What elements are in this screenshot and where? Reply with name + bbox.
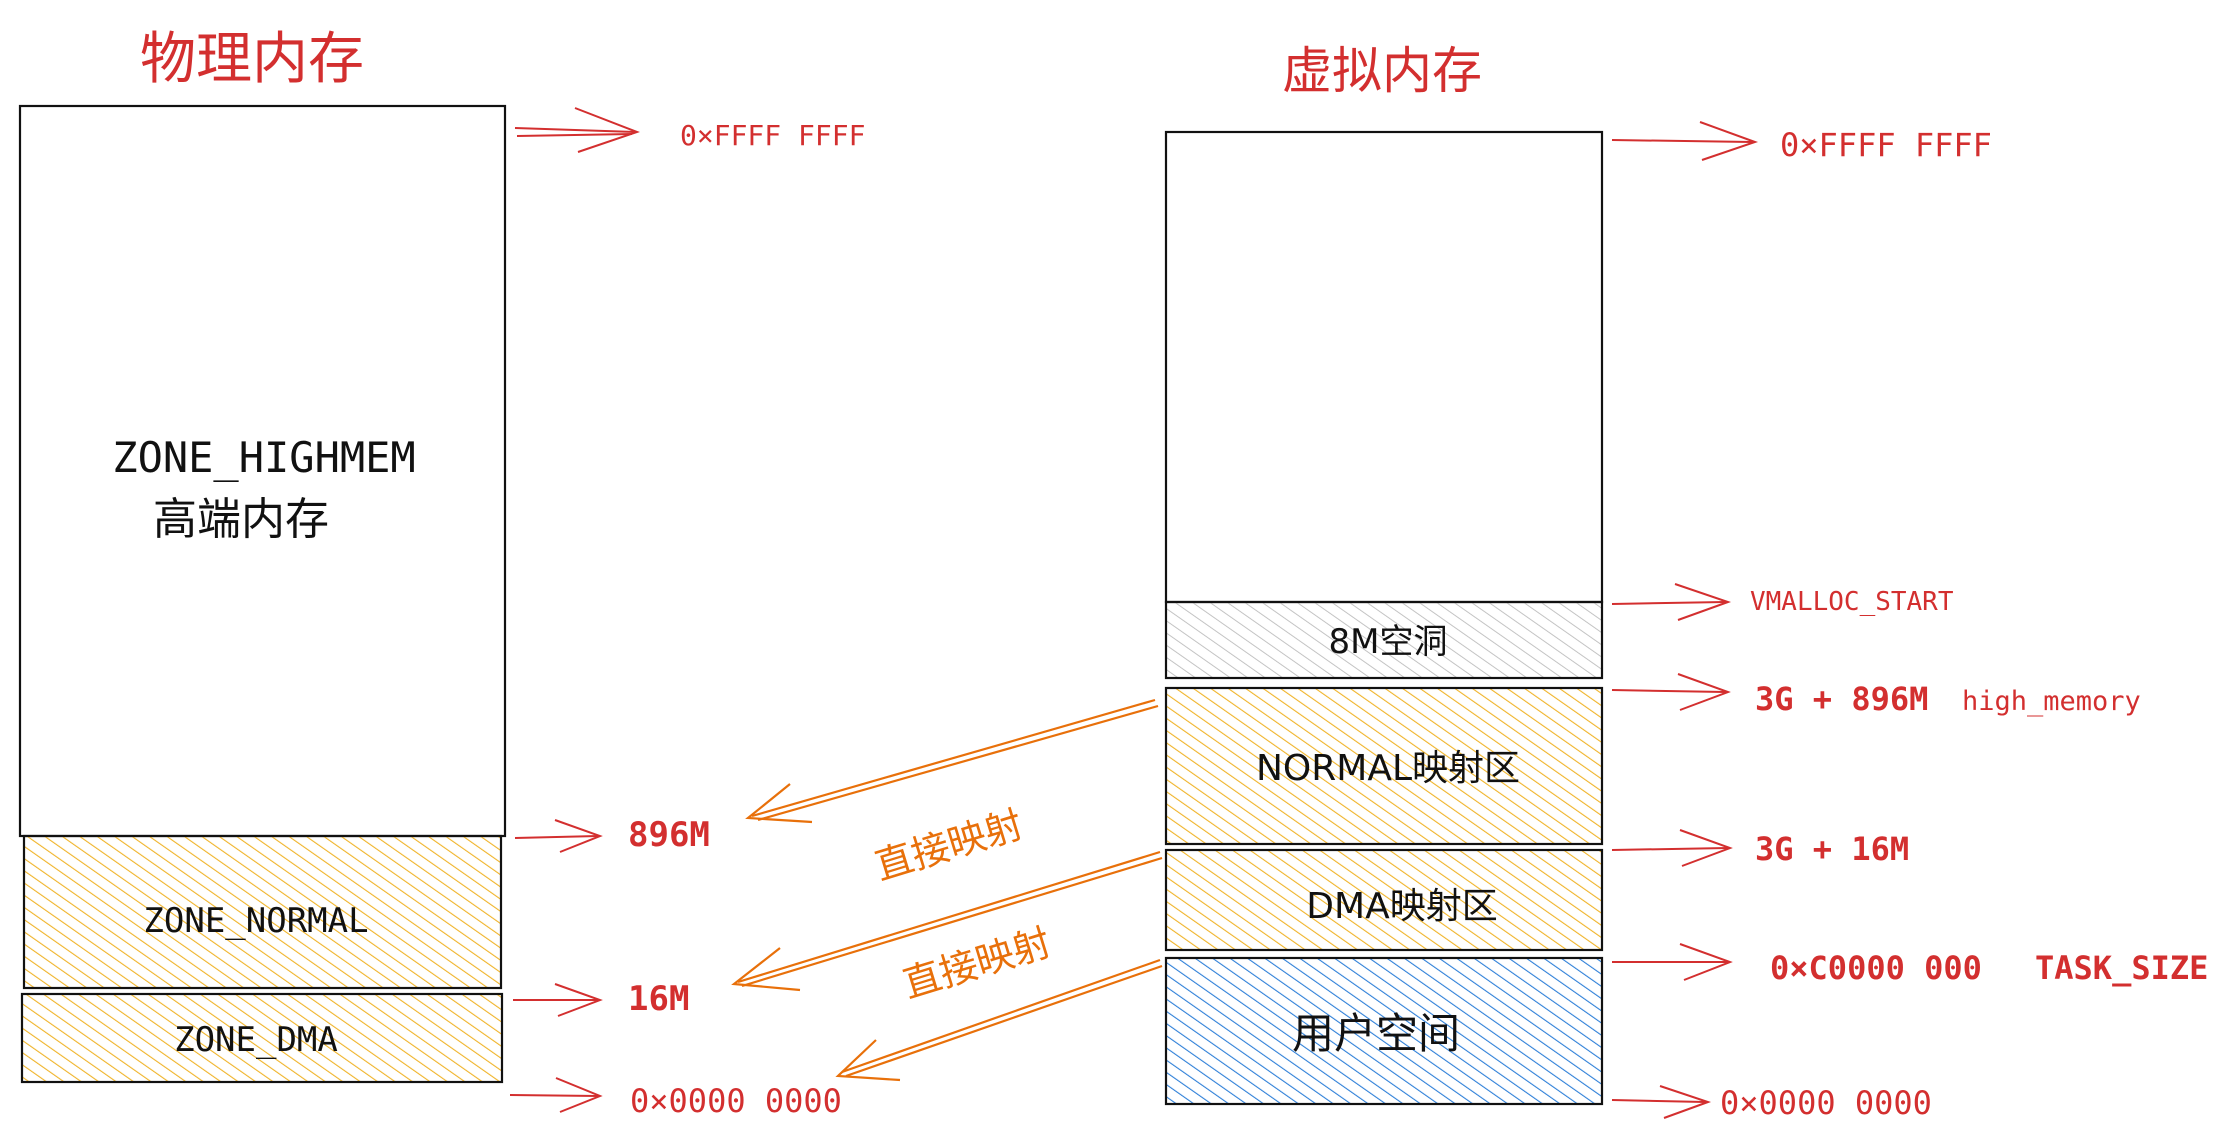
dma-map-end-address: 3G + 16M xyxy=(1755,830,1909,868)
normal-map-region-fill xyxy=(1166,688,1602,844)
zone-dma-box xyxy=(20,992,504,1084)
physical-address-arrows xyxy=(509,107,640,1113)
dma-map-region-fill xyxy=(1166,850,1602,950)
physical-memory-title: 物理内存 xyxy=(140,27,364,92)
user-space-fill xyxy=(1166,958,1602,1104)
high-memory-label: high_memory xyxy=(1962,686,2141,717)
dma-map-region-label: DMA映射区 xyxy=(1306,886,1497,927)
hole-region-fill xyxy=(1166,602,1602,678)
physical-bottom-address: 0×0000 0000 xyxy=(630,1082,842,1120)
arrow-right-icon xyxy=(1611,583,1732,621)
user-space-label: 用户空间 xyxy=(1292,1009,1460,1058)
vmalloc-region-box xyxy=(1164,130,1604,604)
mapping-arrow-normal xyxy=(745,698,1159,824)
virtual-address-arrows xyxy=(1611,121,1759,1119)
dma-map-region-box xyxy=(1164,848,1604,952)
arrow-right-icon xyxy=(1611,121,1759,161)
arrow-right-icon xyxy=(1612,943,1733,981)
zone-dma-label: ZONE_DMA xyxy=(174,1020,338,1060)
high-memory-address: 3G + 896M xyxy=(1755,680,1928,718)
arrow-right-icon xyxy=(514,107,640,153)
task-size-label: TASK_SIZE xyxy=(2035,949,2208,987)
user-space-box xyxy=(1164,956,1604,1106)
zone-highmem-label: ZONE_HIGHMEM xyxy=(112,433,415,482)
arrow-right-icon xyxy=(509,1077,603,1113)
mapping-arrow-user xyxy=(835,958,1163,1082)
zone-normal-fill xyxy=(24,836,501,988)
physical-16m-address: 16M xyxy=(628,979,689,1019)
virtual-memory-column: 8M空洞 NORMAL映射区 DMA映射区 用户空间 xyxy=(1164,130,1604,1106)
arrow-right-icon xyxy=(1611,829,1733,867)
mapping-arrows: 直接映射 直接映射 xyxy=(731,698,1163,1082)
normal-map-region-box xyxy=(1164,686,1604,846)
zone-normal-label: ZONE_NORMAL xyxy=(143,901,368,941)
hole-region-box xyxy=(1164,600,1604,680)
zone-highmem-subtitle: 高端内存 xyxy=(153,494,329,545)
arrow-right-icon xyxy=(514,819,603,853)
mapping-label-normal: 直接映射 xyxy=(870,802,1028,889)
physical-896m-address: 896M xyxy=(628,815,710,855)
mapping-label-dma: 直接映射 xyxy=(898,920,1056,1007)
normal-map-region-label: NORMAL映射区 xyxy=(1256,748,1520,789)
arrow-right-icon xyxy=(1611,1085,1712,1119)
task-size-address: 0×C0000 000 xyxy=(1770,949,1982,987)
mapping-arrow-dma xyxy=(731,850,1163,992)
virtual-memory-title: 虚拟内存 xyxy=(1282,42,1482,100)
zone-normal-box xyxy=(22,834,503,990)
physical-memory-column: ZONE_HIGHMEM 高端内存 ZONE_NORMAL ZONE_DMA xyxy=(18,104,507,1084)
virtual-bottom-address: 0×0000 0000 xyxy=(1720,1084,1932,1122)
arrow-right-icon xyxy=(1611,673,1731,711)
arrow-right-icon xyxy=(513,983,603,1017)
physical-top-address: 0×FFFF FFFF xyxy=(680,119,865,152)
vmalloc-start-label: VMALLOC_START xyxy=(1750,587,1954,617)
hole-region-label: 8M空洞 xyxy=(1329,622,1448,662)
virtual-top-address: 0×FFFF FFFF xyxy=(1780,126,1992,164)
zone-dma-fill xyxy=(22,994,502,1082)
